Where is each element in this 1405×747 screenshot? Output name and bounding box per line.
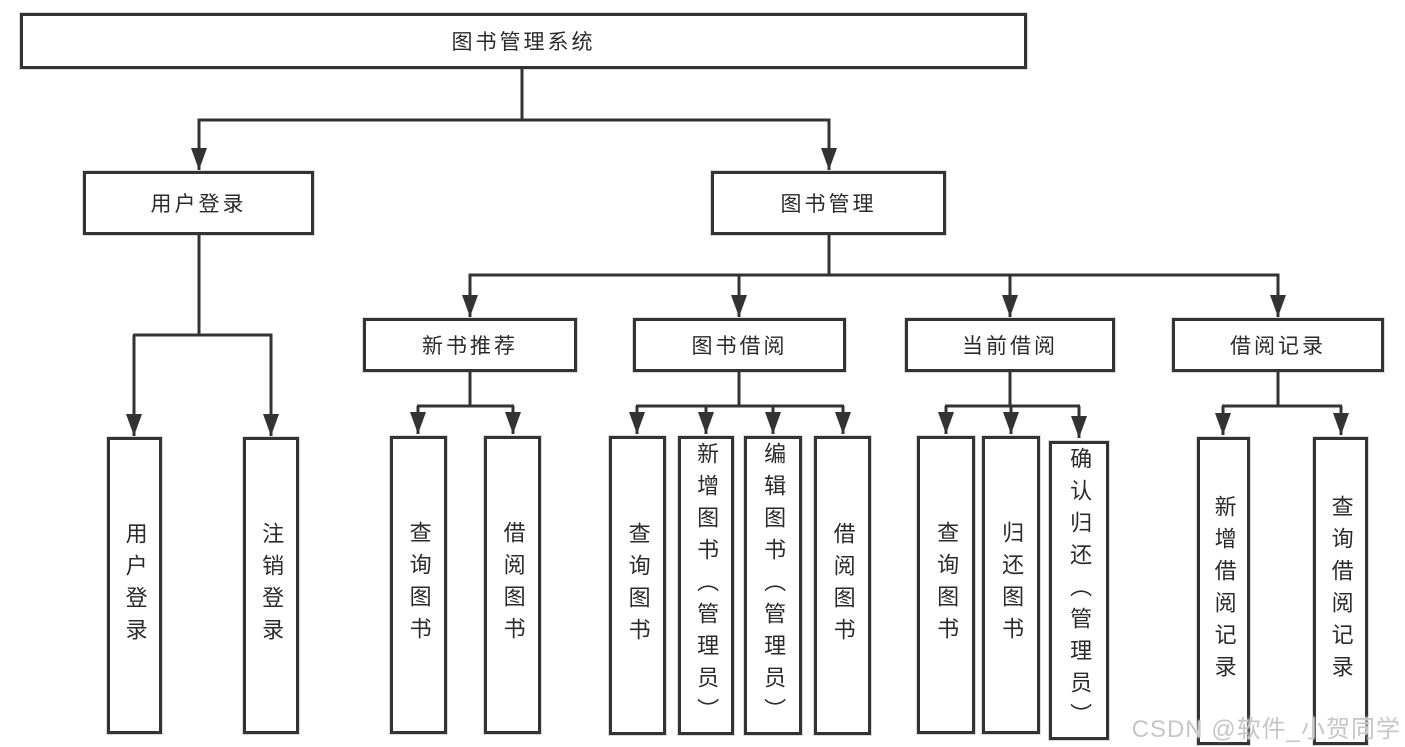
leaf-query-borrow-record: 查询借阅记录 [1313, 437, 1368, 745]
leaf-edit-book-admin: 编辑图书（管理员） [744, 436, 802, 735]
node-library-system: 图书管理系统 [20, 13, 1027, 69]
leaf-label: 确认归还（管理员） [1067, 446, 1093, 735]
group-new-book-recommend: 新书推荐 [363, 318, 577, 372]
group-current-borrowing: 当前借阅 [905, 318, 1115, 372]
leaf-label: 用户登录 [122, 521, 148, 650]
leaf-label: 借阅图书 [500, 521, 526, 649]
leaf-query-books-recommend: 查询图书 [390, 436, 447, 734]
leaf-borrow-books-recommend: 借阅图书 [484, 436, 541, 734]
branch-user-login: 用户登录 [83, 171, 314, 235]
leaf-add-borrow-record: 新增借阅记录 [1197, 437, 1250, 745]
csdn-watermark: CSDN @软件_小贺同学 [1131, 716, 1401, 743]
leaf-return-books: 归还图书 [982, 436, 1040, 734]
leaf-label: 归还图书 [999, 521, 1025, 649]
group-book-borrowing: 图书借阅 [633, 318, 846, 372]
leaf-user-login: 用户登录 [107, 437, 162, 734]
leaf-label: 查询图书 [406, 521, 432, 649]
leaf-label: 新增图书（管理员） [694, 441, 720, 730]
leaf-query-books-borrowing: 查询图书 [609, 436, 666, 735]
leaf-label: 新增借阅记录 [1211, 495, 1237, 687]
leaf-confirm-return-admin: 确认归还（管理员） [1049, 441, 1109, 740]
leaf-borrow-books: 借阅图书 [814, 436, 871, 735]
leaf-label: 查询借阅记录 [1328, 495, 1354, 687]
leaf-label: 借阅图书 [830, 521, 856, 650]
leaf-label: 查询图书 [625, 521, 651, 650]
leaf-label: 编辑图书（管理员） [761, 441, 787, 730]
leaf-add-book-admin: 新增图书（管理员） [678, 436, 734, 735]
leaf-label: 查询图书 [934, 521, 960, 649]
leaf-label: 注销登录 [259, 521, 285, 650]
group-borrow-records: 借阅记录 [1172, 318, 1384, 372]
leaf-query-books-current: 查询图书 [917, 436, 975, 734]
branch-book-management: 图书管理 [711, 171, 946, 235]
leaf-logout: 注销登录 [243, 437, 299, 734]
